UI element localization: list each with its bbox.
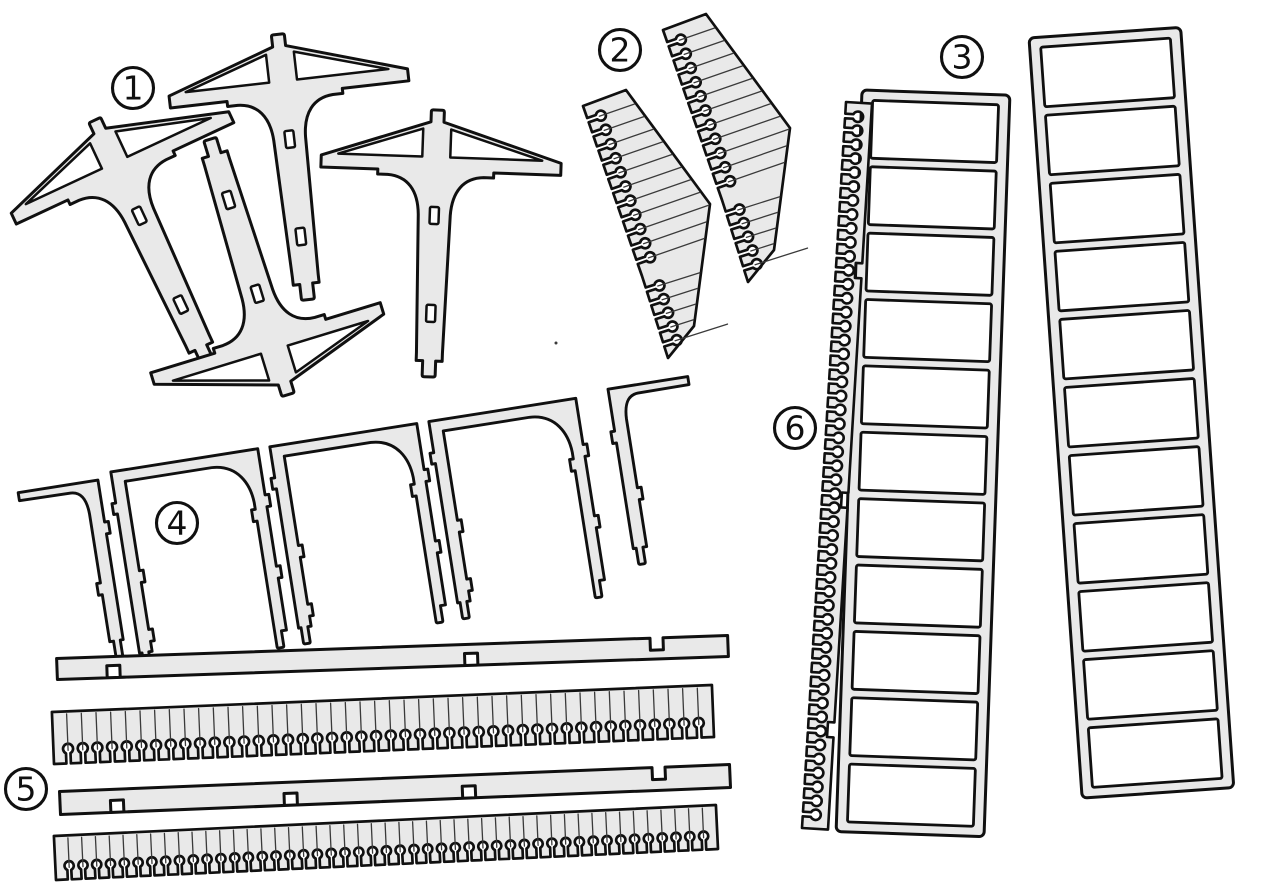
mast-piece: [149, 136, 386, 398]
part-badge-4: 4: [154, 500, 200, 546]
part-badge-6: 6: [772, 405, 818, 451]
fringe-piece: [52, 803, 720, 882]
badge-number: 2: [610, 31, 631, 70]
badge-circle: [3, 766, 49, 812]
bar-piece: [58, 763, 732, 816]
badge-number: 6: [785, 409, 806, 448]
speck: [554, 341, 558, 345]
part-1-mast-frames: [9, 32, 563, 398]
badge-circle: [772, 405, 818, 451]
ladder-piece: [834, 88, 1012, 839]
badge-circle: [597, 27, 643, 73]
bracket-piece: [268, 422, 447, 646]
bracket-piece: [606, 375, 691, 566]
fringe-piece: [50, 683, 716, 766]
bar-piece: [55, 634, 730, 681]
mast-piece: [167, 32, 411, 302]
part-badges: 1 2 3 4 5 6: [3, 27, 985, 812]
part-3-window-ladders: [834, 26, 1235, 839]
ladder-piece: [1027, 26, 1235, 800]
bracket-piece: [109, 447, 288, 671]
part-badge-1: 1: [110, 65, 156, 111]
bracket-piece: [427, 396, 606, 621]
part-badge-5: 5: [3, 766, 49, 812]
part-6-rack-strip: [800, 100, 874, 831]
comb-piece: [581, 88, 729, 360]
comb-piece: [661, 12, 809, 284]
badge-circle: [110, 65, 156, 111]
part-badge-3: 3: [939, 34, 985, 80]
badge-number: 5: [16, 770, 37, 809]
strip-piece: [800, 100, 874, 831]
part-2-tooth-combs: [581, 12, 809, 360]
mast-piece: [319, 108, 563, 379]
badge-circle: [154, 500, 200, 546]
mast-piece: [9, 110, 236, 366]
badge-number: 3: [952, 38, 973, 77]
badge-number: 4: [167, 504, 188, 543]
part-5-edge-strips: [50, 634, 732, 882]
badge-circle: [939, 34, 985, 80]
part-badge-2: 2: [597, 27, 643, 73]
badge-number: 1: [123, 69, 144, 108]
